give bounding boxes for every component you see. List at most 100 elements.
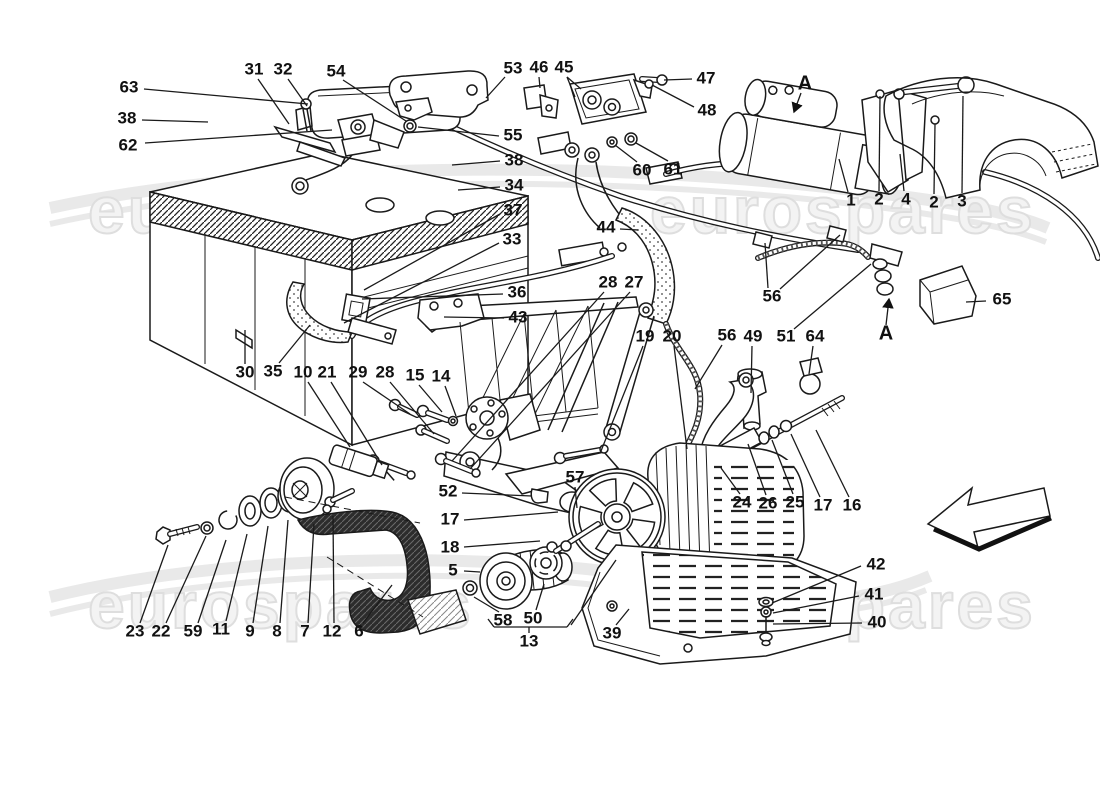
leader-line <box>882 297 894 326</box>
part-label-53: 53 <box>504 58 523 77</box>
leader-line <box>878 95 881 192</box>
part-label-38: 38 <box>118 108 137 127</box>
part-label-11: 11 <box>212 619 230 638</box>
part-label-65: 65 <box>993 289 1012 308</box>
part-label-41: 41 <box>865 584 884 603</box>
leader-line <box>815 429 850 498</box>
leader-line <box>144 129 333 144</box>
part-label-40: 40 <box>868 612 887 631</box>
leader-line <box>673 345 688 450</box>
part-label-63: 63 <box>120 77 139 96</box>
part-label-20: 20 <box>663 326 682 345</box>
view-letter-A: A <box>798 72 812 94</box>
part-label-24: 24 <box>733 492 752 511</box>
part-label-17: 17 <box>441 509 460 528</box>
part-label-14: 14 <box>432 366 451 385</box>
leader-line <box>574 486 578 509</box>
leader-line <box>165 535 207 624</box>
leader-line <box>252 525 269 624</box>
cable-clamp <box>752 231 773 249</box>
leader-line <box>307 523 315 624</box>
part-label-6: 6 <box>354 621 363 640</box>
part-label-23: 23 <box>126 621 145 640</box>
leader-line <box>444 385 457 417</box>
leader-line <box>343 242 500 324</box>
leader-line <box>443 316 505 319</box>
part-label-60: 60 <box>633 160 652 179</box>
leader-line <box>566 618 574 628</box>
part-label-62: 62 <box>119 135 138 154</box>
car-body-sketch <box>883 77 1099 199</box>
part-label-48: 48 <box>698 100 717 119</box>
part-label-31: 31 <box>245 59 264 78</box>
part-label-43: 43 <box>509 307 528 326</box>
compressor-pulley <box>462 541 573 610</box>
heat-shield <box>581 544 857 665</box>
part-label-57: 57 <box>566 467 585 486</box>
part-label-64: 64 <box>806 326 825 345</box>
part-label-7: 7 <box>300 621 309 640</box>
leader-line <box>720 467 741 495</box>
battery-strap <box>286 281 397 345</box>
leader-line <box>793 263 872 330</box>
leader-line <box>463 540 541 548</box>
part-label-27: 27 <box>625 272 644 291</box>
leader-line <box>772 622 863 625</box>
starter-motor <box>718 76 975 196</box>
leader-line <box>750 345 753 394</box>
part-label-51: 51 <box>777 326 796 345</box>
part-label-39: 39 <box>603 623 622 642</box>
part-label-36: 36 <box>508 282 527 301</box>
part-label-37: 37 <box>504 200 523 219</box>
leader-line <box>535 583 545 611</box>
leader-line <box>418 384 443 413</box>
part-label-3: 3 <box>957 191 966 210</box>
thermal-switch <box>328 444 395 481</box>
part-label-38: 38 <box>505 150 524 169</box>
part-label-55: 55 <box>504 125 523 144</box>
leader-line <box>342 79 407 122</box>
leader-line <box>790 433 821 498</box>
leader-line <box>771 565 862 604</box>
part-label-28: 28 <box>376 362 395 381</box>
part-label-28: 28 <box>599 272 618 291</box>
leader-line <box>287 78 308 107</box>
part-label-44: 44 <box>597 217 616 236</box>
wiring-harness <box>614 207 977 455</box>
leader-line <box>279 519 289 624</box>
leader-line <box>463 570 481 573</box>
leader-line <box>566 76 576 98</box>
part-label-56: 56 <box>763 286 782 305</box>
part-label-17: 17 <box>814 495 833 514</box>
leader-line <box>933 123 936 195</box>
leader-line <box>779 234 841 290</box>
part-label-30: 30 <box>236 362 255 381</box>
leader-line <box>141 119 209 123</box>
part-label-21: 21 <box>318 362 337 381</box>
leader-line <box>143 88 309 105</box>
part-label-2: 2 <box>874 189 883 208</box>
leader-line <box>361 293 504 300</box>
part-label-52: 52 <box>439 481 458 500</box>
leader-line <box>771 439 794 495</box>
part-label-33: 33 <box>503 229 522 248</box>
leader-line <box>278 324 311 364</box>
leader-line <box>764 242 769 289</box>
leader-line <box>961 95 964 194</box>
leader-line <box>651 84 695 108</box>
starter-bolt <box>957 76 975 94</box>
top-bracket <box>388 70 489 133</box>
leader-line <box>772 595 860 614</box>
leader-line <box>808 345 814 375</box>
leader-line <box>485 76 506 99</box>
terminal-clamp <box>305 113 405 181</box>
leader-line <box>461 492 533 497</box>
leader-line <box>451 160 501 166</box>
part-label-42: 42 <box>867 554 886 573</box>
leader-line <box>463 511 559 521</box>
part-label-35: 35 <box>264 361 283 380</box>
part-label-22: 22 <box>152 621 171 640</box>
part-label-4: 4 <box>901 189 911 208</box>
leader-line <box>487 618 495 628</box>
leader-line <box>225 533 248 622</box>
